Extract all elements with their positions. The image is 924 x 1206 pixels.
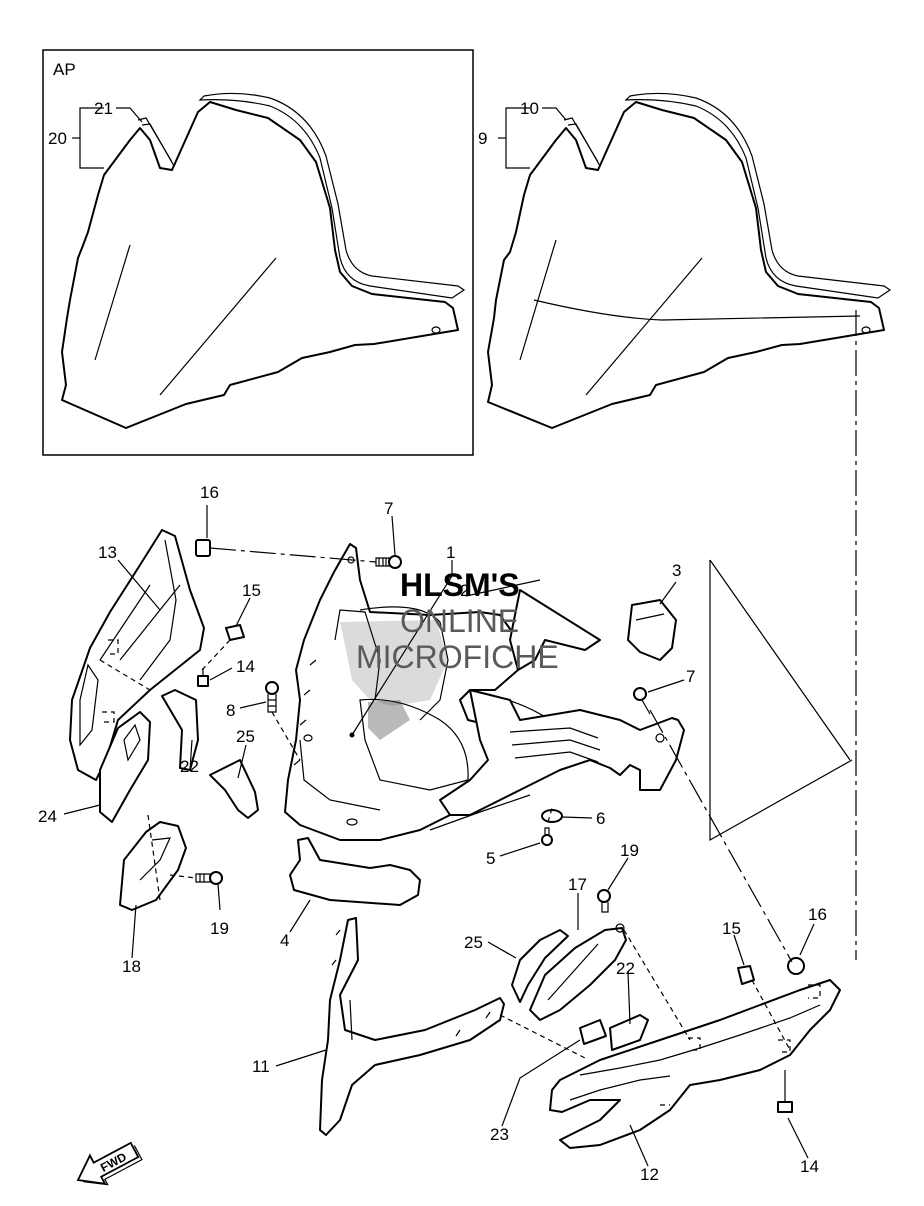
- ap-inset: AP 20 21: [42, 49, 474, 456]
- collar-16b: [787, 957, 805, 975]
- grommet-6: [541, 809, 563, 823]
- fairing-outline-lines: [709, 560, 853, 842]
- callout-2: 2: [460, 581, 469, 600]
- callout-22-right: 22: [616, 959, 635, 978]
- pad-25b: [511, 929, 569, 1003]
- svg-text:ONLINE: ONLINE: [400, 603, 519, 639]
- damper-22a: [161, 689, 199, 771]
- damper-22b: [609, 1014, 649, 1051]
- side-panel-18: [119, 814, 187, 911]
- windscreen-standard: 9 10: [478, 92, 892, 429]
- callout-16: 16: [200, 483, 219, 502]
- callout-11: 11: [252, 1057, 270, 1076]
- callout-4: 4: [280, 931, 289, 950]
- screw-14b: [777, 1070, 793, 1113]
- screw-14a: [197, 668, 209, 687]
- callout-14-right: 14: [800, 1157, 819, 1176]
- watermark: HLSM'S ONLINE MICROFICHE: [356, 567, 559, 675]
- align-5-6: [547, 807, 553, 823]
- bracket-3: [627, 599, 677, 661]
- callout-23: 23: [490, 1125, 509, 1144]
- callout-1: 1: [446, 543, 455, 562]
- screw-8: [265, 681, 279, 713]
- screw-7b: [633, 687, 651, 715]
- svg-text:HLSM'S: HLSM'S: [400, 567, 520, 603]
- callout-5: 5: [486, 849, 495, 868]
- callout-19-right: 19: [620, 841, 639, 860]
- callout-25: 25: [236, 727, 255, 746]
- callout-3: 3: [672, 561, 681, 580]
- align-19a: [169, 874, 197, 879]
- callout-9: 9: [478, 129, 487, 148]
- callout-15: 15: [242, 581, 261, 600]
- callout-7: 7: [384, 499, 393, 518]
- align-15-14: [201, 639, 231, 671]
- align-17-12: [623, 929, 691, 1041]
- callout-14: 14: [236, 657, 255, 676]
- pad-25a: [209, 759, 259, 819]
- align-16-7: [209, 547, 377, 563]
- align-11-12: [499, 1014, 586, 1059]
- bracket-17: [529, 927, 627, 1021]
- lower-cowl-11: [319, 917, 505, 1136]
- windscreen-option: [61, 92, 466, 429]
- align-15b: [751, 979, 791, 1051]
- side-panel-24: [99, 711, 151, 823]
- nut-15b: [737, 965, 755, 985]
- callout-6: 6: [596, 809, 605, 828]
- inset-label: AP: [53, 60, 76, 79]
- align-13-24: [99, 659, 151, 691]
- collar-16a: [195, 539, 211, 557]
- screw-19a: [195, 871, 223, 885]
- callout-13: 13: [98, 543, 117, 562]
- callout-12: 12: [640, 1165, 659, 1184]
- callout-25-right: 25: [464, 933, 483, 952]
- screw-7a: [375, 555, 402, 569]
- side-fairing-12: [549, 979, 841, 1149]
- screw-5: [541, 827, 553, 846]
- nut-15a: [225, 624, 245, 641]
- clip-23: [579, 1019, 607, 1045]
- forward-arrow-icon: FWD: [76, 1141, 143, 1186]
- callout-15-right: 15: [722, 919, 741, 938]
- callout-7-right: 7: [686, 667, 695, 686]
- duct-2: [429, 589, 685, 831]
- callout-16-right: 16: [808, 905, 827, 924]
- callout-20: 20: [48, 129, 67, 148]
- callout-17: 17: [568, 875, 587, 894]
- align-7-16: [649, 709, 793, 963]
- screw-19b: [597, 889, 611, 913]
- svg-text:MICROFICHE: MICROFICHE: [356, 639, 559, 675]
- callout-22: 22: [180, 757, 199, 776]
- callout-21: 21: [94, 99, 113, 118]
- callout-18: 18: [122, 957, 141, 976]
- callout-24: 24: [38, 807, 57, 826]
- align-8: [271, 711, 301, 761]
- under-cover-4: [289, 837, 421, 906]
- callout-10: 10: [520, 99, 539, 118]
- callout-19-left: 19: [210, 919, 229, 938]
- callout-8: 8: [226, 701, 235, 720]
